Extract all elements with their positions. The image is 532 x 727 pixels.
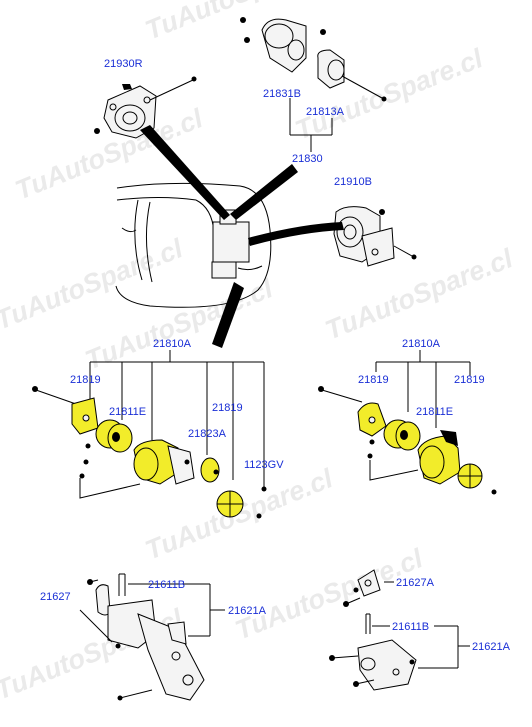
part-label-21819-right-a[interactable]: 21819	[358, 374, 389, 386]
part-label-21811E-right[interactable]: 21811E	[416, 406, 453, 418]
mount-21910B-illustration	[333, 206, 417, 267]
part-labels: 21930R 21831B 21813A 21830 21910B 21810A…	[40, 58, 511, 653]
watermark-text: TuAutoSpare.cl	[141, 0, 337, 46]
part-label-21910B[interactable]: 21910B	[334, 176, 372, 188]
part-label-21819-left-a[interactable]: 21819	[70, 374, 101, 386]
watermark-text: TuAutoSpare.cl	[141, 463, 337, 566]
part-label-21621A-left[interactable]: 21621A	[228, 605, 267, 617]
leader-lines-21830	[289, 98, 333, 152]
part-label-21627A[interactable]: 21627A	[396, 577, 435, 589]
mount-21930R-illustration	[94, 76, 197, 139]
bracket-21621A-right-illustration	[329, 569, 470, 691]
bracket-21621A-left-illustration	[79, 573, 225, 701]
vehicle-front-illustration	[115, 182, 272, 308]
part-label-21823A[interactable]: 21823A	[188, 428, 227, 440]
part-label-21810A-left[interactable]: 21810A	[153, 338, 192, 350]
part-label-21811E-left[interactable]: 21811E	[109, 406, 146, 418]
part-label-21611B-right[interactable]: 21611B	[392, 621, 429, 633]
leader-bands	[140, 125, 344, 348]
mount-assembly-21810A-right-illustration	[318, 350, 497, 495]
part-label-21831B[interactable]: 21831B	[263, 88, 301, 100]
watermark-layer: TuAutoSpare.cl TuAutoSpare.cl TuAutoSpar…	[0, 0, 517, 706]
part-label-21819-left-b[interactable]: 21819	[212, 402, 243, 414]
part-label-21819-right-b[interactable]: 21819	[454, 374, 485, 386]
part-label-1123GV[interactable]: 1123GV	[244, 459, 284, 471]
part-label-21930R[interactable]: 21930R	[104, 58, 143, 70]
mount-21830-illustration	[240, 17, 387, 102]
part-label-21611B-left[interactable]: 21611B	[148, 579, 185, 591]
part-label-21627[interactable]: 21627	[40, 591, 71, 603]
part-label-21621A-right[interactable]: 21621A	[472, 641, 511, 653]
part-label-21830[interactable]: 21830	[292, 153, 323, 165]
part-label-21813A[interactable]: 21813A	[306, 106, 345, 118]
part-label-21810A-right[interactable]: 21810A	[402, 338, 441, 350]
mount-assembly-21810A-left-illustration	[32, 350, 267, 519]
